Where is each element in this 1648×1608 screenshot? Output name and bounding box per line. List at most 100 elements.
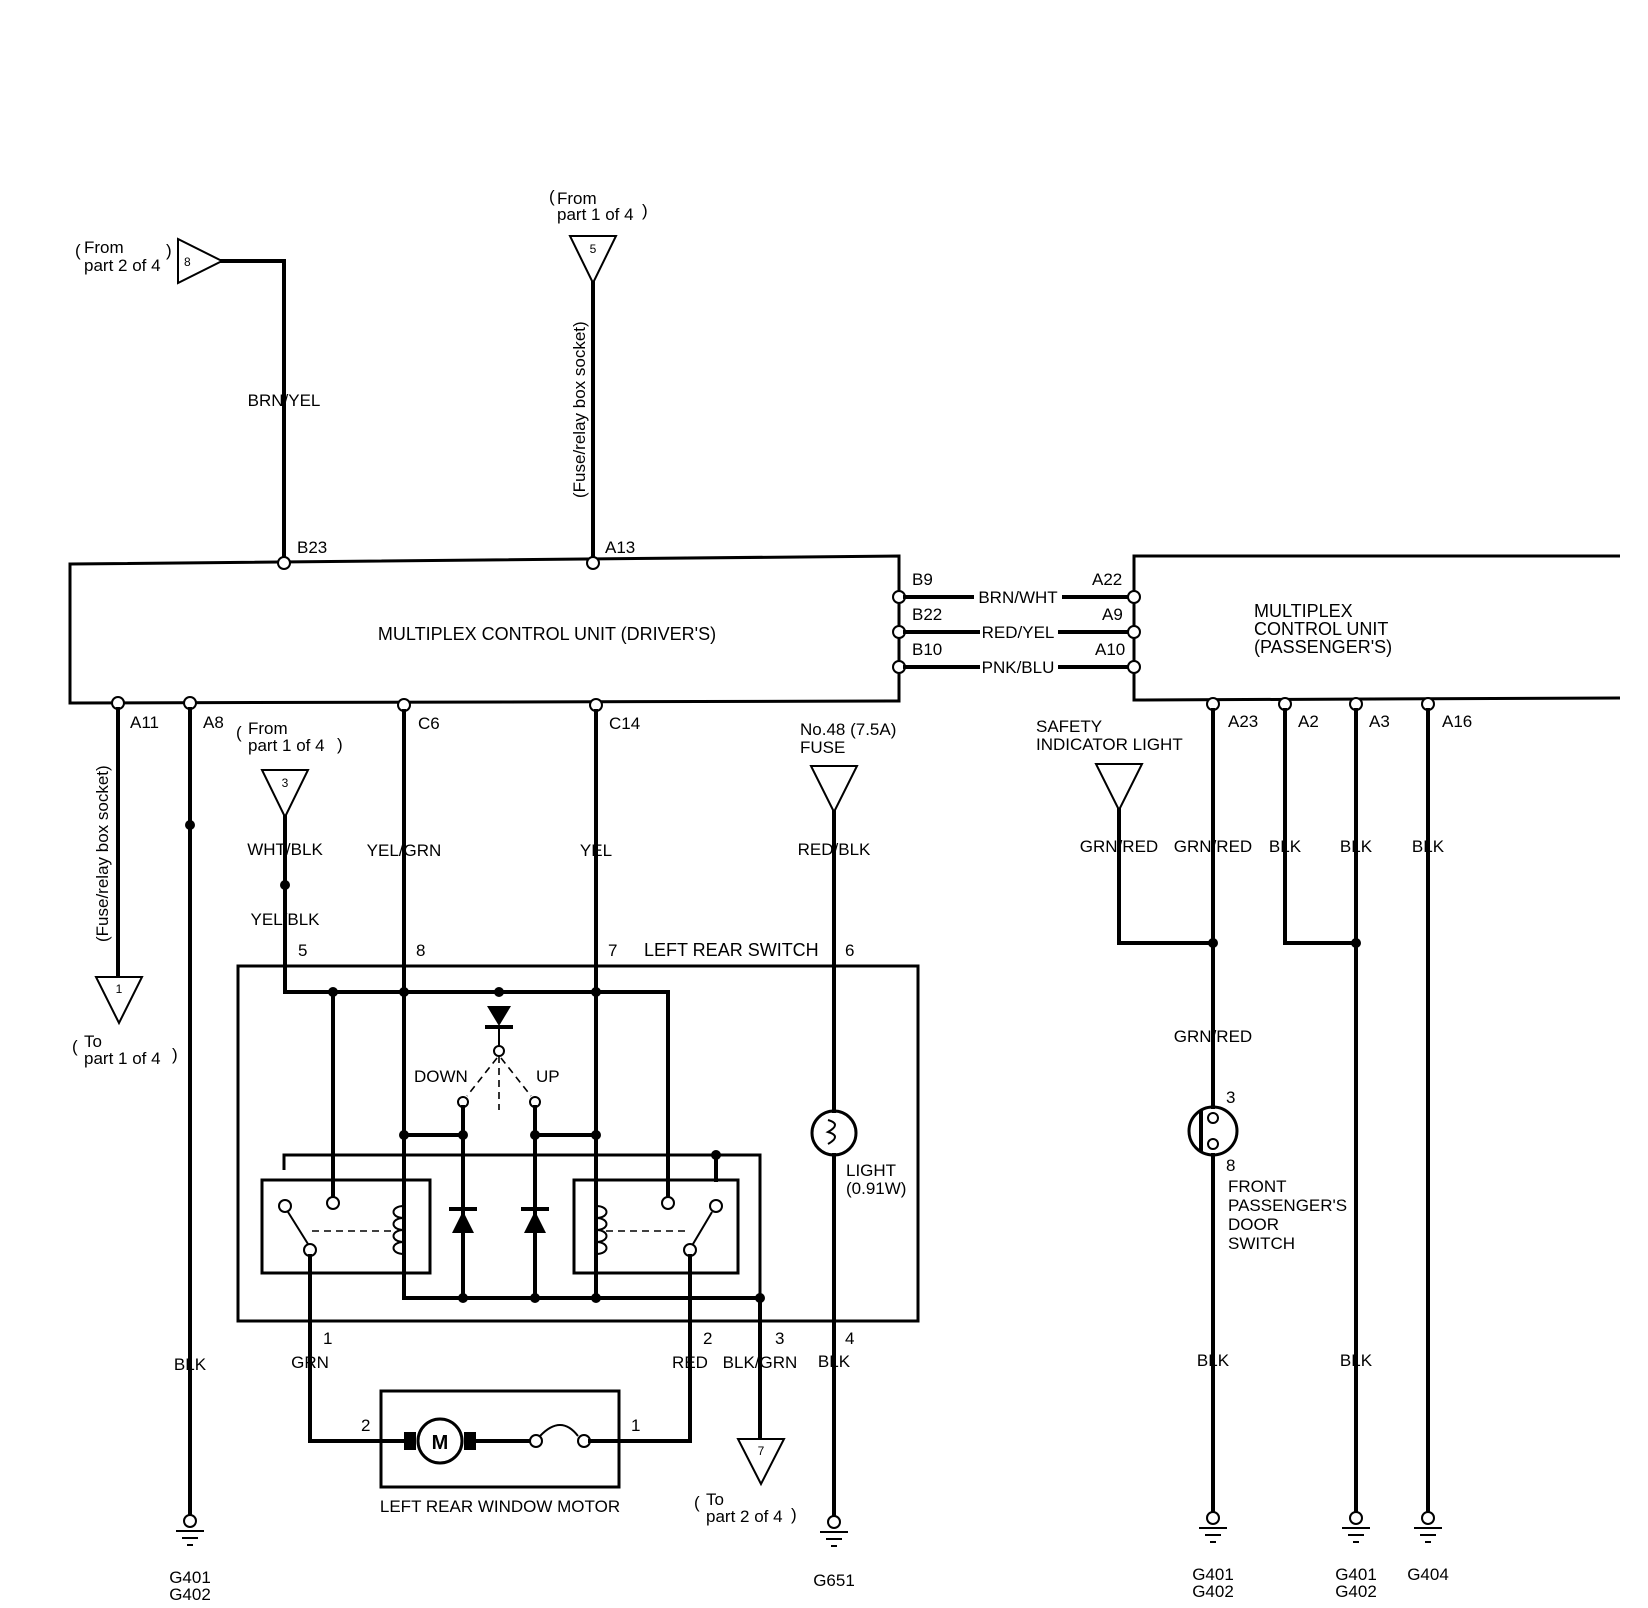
- connector-8-paren-open: (: [75, 241, 81, 260]
- ground-symbol-g651: [820, 1515, 848, 1547]
- switch-light-filament: [825, 1119, 836, 1145]
- switch-light-bulb: [810, 1109, 858, 1157]
- connector-5-paren-open: (: [549, 187, 555, 206]
- wire-label-red: RED: [672, 1353, 708, 1372]
- connector-7-line2: part 2 of 4: [706, 1507, 783, 1526]
- motor-pin-1: 1: [631, 1416, 640, 1435]
- connector-8-number: 8: [184, 255, 191, 269]
- relay-left-coil: [392, 1205, 405, 1255]
- driver-unit-title: MULTIPLEX CONTROL UNIT (DRIVER'S): [378, 624, 716, 644]
- switch-up-label: UP: [536, 1067, 560, 1086]
- switch-center-contact: [493, 1045, 505, 1057]
- pin-a22: [1127, 590, 1141, 604]
- door-switch-label-line1: FRONT: [1228, 1177, 1287, 1196]
- ground-label-a3-line1: G401: [1335, 1565, 1377, 1584]
- wire-label-brn-yel: BRN/YEL: [248, 391, 321, 410]
- door-switch-contact-top: [1207, 1112, 1219, 1124]
- pin-label-b10: B10: [912, 640, 942, 659]
- pin-label-c6: C6: [418, 714, 440, 733]
- relay-right-arm: [692, 1211, 713, 1245]
- connector-7-number: 7: [758, 1444, 765, 1458]
- relay-right-contact-a: [661, 1196, 675, 1210]
- connector-5-paren-close: ): [642, 201, 648, 220]
- wire-label-grn: GRN: [291, 1353, 329, 1372]
- door-switch-contact-bottom: [1207, 1138, 1219, 1150]
- ground-symbol-a8: [176, 1514, 204, 1546]
- junction-bottom-up: [530, 1293, 540, 1303]
- junction-a3: [1351, 938, 1361, 948]
- ground-label-a8-line1: G401: [169, 1568, 211, 1587]
- pin-label-a10: A10: [1095, 640, 1125, 659]
- pin-label-a9: A9: [1102, 605, 1123, 624]
- switch-pin-2: 2: [703, 1329, 712, 1348]
- safety-light-label-line2: INDICATOR LIGHT: [1036, 735, 1183, 754]
- motor-breaker-contact-left: [529, 1434, 543, 1448]
- connector-8-line2: part 2 of 4: [84, 256, 161, 275]
- safety-light-label-line1: SAFETY: [1036, 717, 1102, 736]
- wire-label-blk-grn: BLK/GRN: [723, 1353, 798, 1372]
- connector-7-line1: To: [706, 1490, 724, 1509]
- switch-light-label-line1: LIGHT: [846, 1161, 896, 1180]
- connector-1-paren-open: (: [72, 1037, 78, 1056]
- wire-label-blk-a3: BLK: [1340, 837, 1373, 856]
- driver-control-unit: MULTIPLEX CONTROL UNIT (DRIVER'S): [68, 554, 901, 705]
- relay-left-contact-a: [278, 1199, 292, 1213]
- connector-1-line2: part 1 of 4: [84, 1049, 161, 1068]
- connector-5-from-part-1: ( ) From part 1 of 4 5: [549, 187, 648, 286]
- switch-title: LEFT REAR SWITCH: [644, 940, 819, 960]
- switch-pin-5: 5: [298, 941, 307, 960]
- motor-brush-right: [464, 1432, 476, 1450]
- switch-down-lever: [466, 1057, 498, 1097]
- motor-pin-2: 2: [361, 1416, 370, 1435]
- door-switch-label-line2: PASSENGER'S: [1228, 1196, 1347, 1215]
- connector-3-line2: part 1 of 4: [248, 736, 325, 755]
- connector-1-paren-close: ): [172, 1045, 178, 1064]
- wire-label-blk-a8: BLK: [174, 1355, 207, 1374]
- passenger-unit-title-line2: CONTROL UNIT: [1254, 619, 1388, 639]
- pin-label-a13: A13: [605, 538, 635, 557]
- pin-a9: [1127, 625, 1141, 639]
- ground-symbol-a23: [1199, 1511, 1227, 1543]
- wire-blk-a2: [1283, 708, 1358, 945]
- wire-label-grn-red-safety: GRN/RED: [1080, 837, 1158, 856]
- socket-label-top: (Fuse/relay box socket): [570, 321, 589, 498]
- switch-pin-3: 3: [775, 1329, 784, 1348]
- ground-label-a3-line2: G402: [1335, 1582, 1377, 1601]
- pin-a10: [1127, 660, 1141, 674]
- switch-diode-up: [524, 1211, 546, 1233]
- pin-label-c14: C14: [609, 714, 640, 733]
- relay-left: [260, 1178, 432, 1275]
- switch-light-label-line2: (0.91W): [846, 1179, 906, 1198]
- pin-label-a11: A11: [130, 713, 159, 732]
- connector-3-paren-close: ): [337, 735, 343, 754]
- relay-left-contact-b: [326, 1196, 340, 1210]
- connector-1-line1: To: [84, 1032, 102, 1051]
- ground-label-a23-line2: G402: [1192, 1582, 1234, 1601]
- switch-pin-1: 1: [323, 1329, 332, 1348]
- connector-3-paren-open: (: [236, 723, 242, 742]
- ground-symbol-g404: [1414, 1511, 1442, 1543]
- connector-3-from-part-1: ( ) From part 1 of 4 3: [236, 719, 343, 820]
- switch-up-lever: [500, 1057, 532, 1097]
- connector-1-number: 1: [116, 982, 123, 996]
- junction-a8: [185, 820, 195, 830]
- fuse-no48: No.48 (7.5A) FUSE: [800, 720, 896, 815]
- front-passenger-door-switch: 3 8 FRONT PASSENGER'S DOOR SWITCH: [1187, 1088, 1347, 1253]
- junction-bridge-c14: [591, 1130, 601, 1140]
- connector-5-line1: From: [557, 189, 597, 208]
- motor-symbol-letter: M: [432, 1432, 449, 1454]
- passenger-control-unit: MULTIPLEX CONTROL UNIT (PASSENGER'S): [1132, 554, 1621, 702]
- motor-circuit-breaker: [539, 1424, 579, 1437]
- wire-label-grn-red-door: GRN/RED: [1174, 1027, 1252, 1046]
- relay-left-arm: [287, 1211, 309, 1245]
- wire-label-grn-red-a23: GRN/RED: [1174, 837, 1252, 856]
- left-rear-switch: LEFT REAR SWITCH 5 8 7 6 1 2 3 4 DOWN UP: [236, 709, 920, 1348]
- connector-5-number: 5: [590, 242, 597, 256]
- relay-right-coil: [595, 1205, 608, 1255]
- connector-5-line2: part 1 of 4: [557, 205, 634, 224]
- ground-label-g404: G404: [1407, 1565, 1449, 1584]
- switch-pin-8: 8: [416, 941, 425, 960]
- safety-indicator-light-connector: [1094, 763, 1144, 813]
- wire-red: [618, 1254, 692, 1443]
